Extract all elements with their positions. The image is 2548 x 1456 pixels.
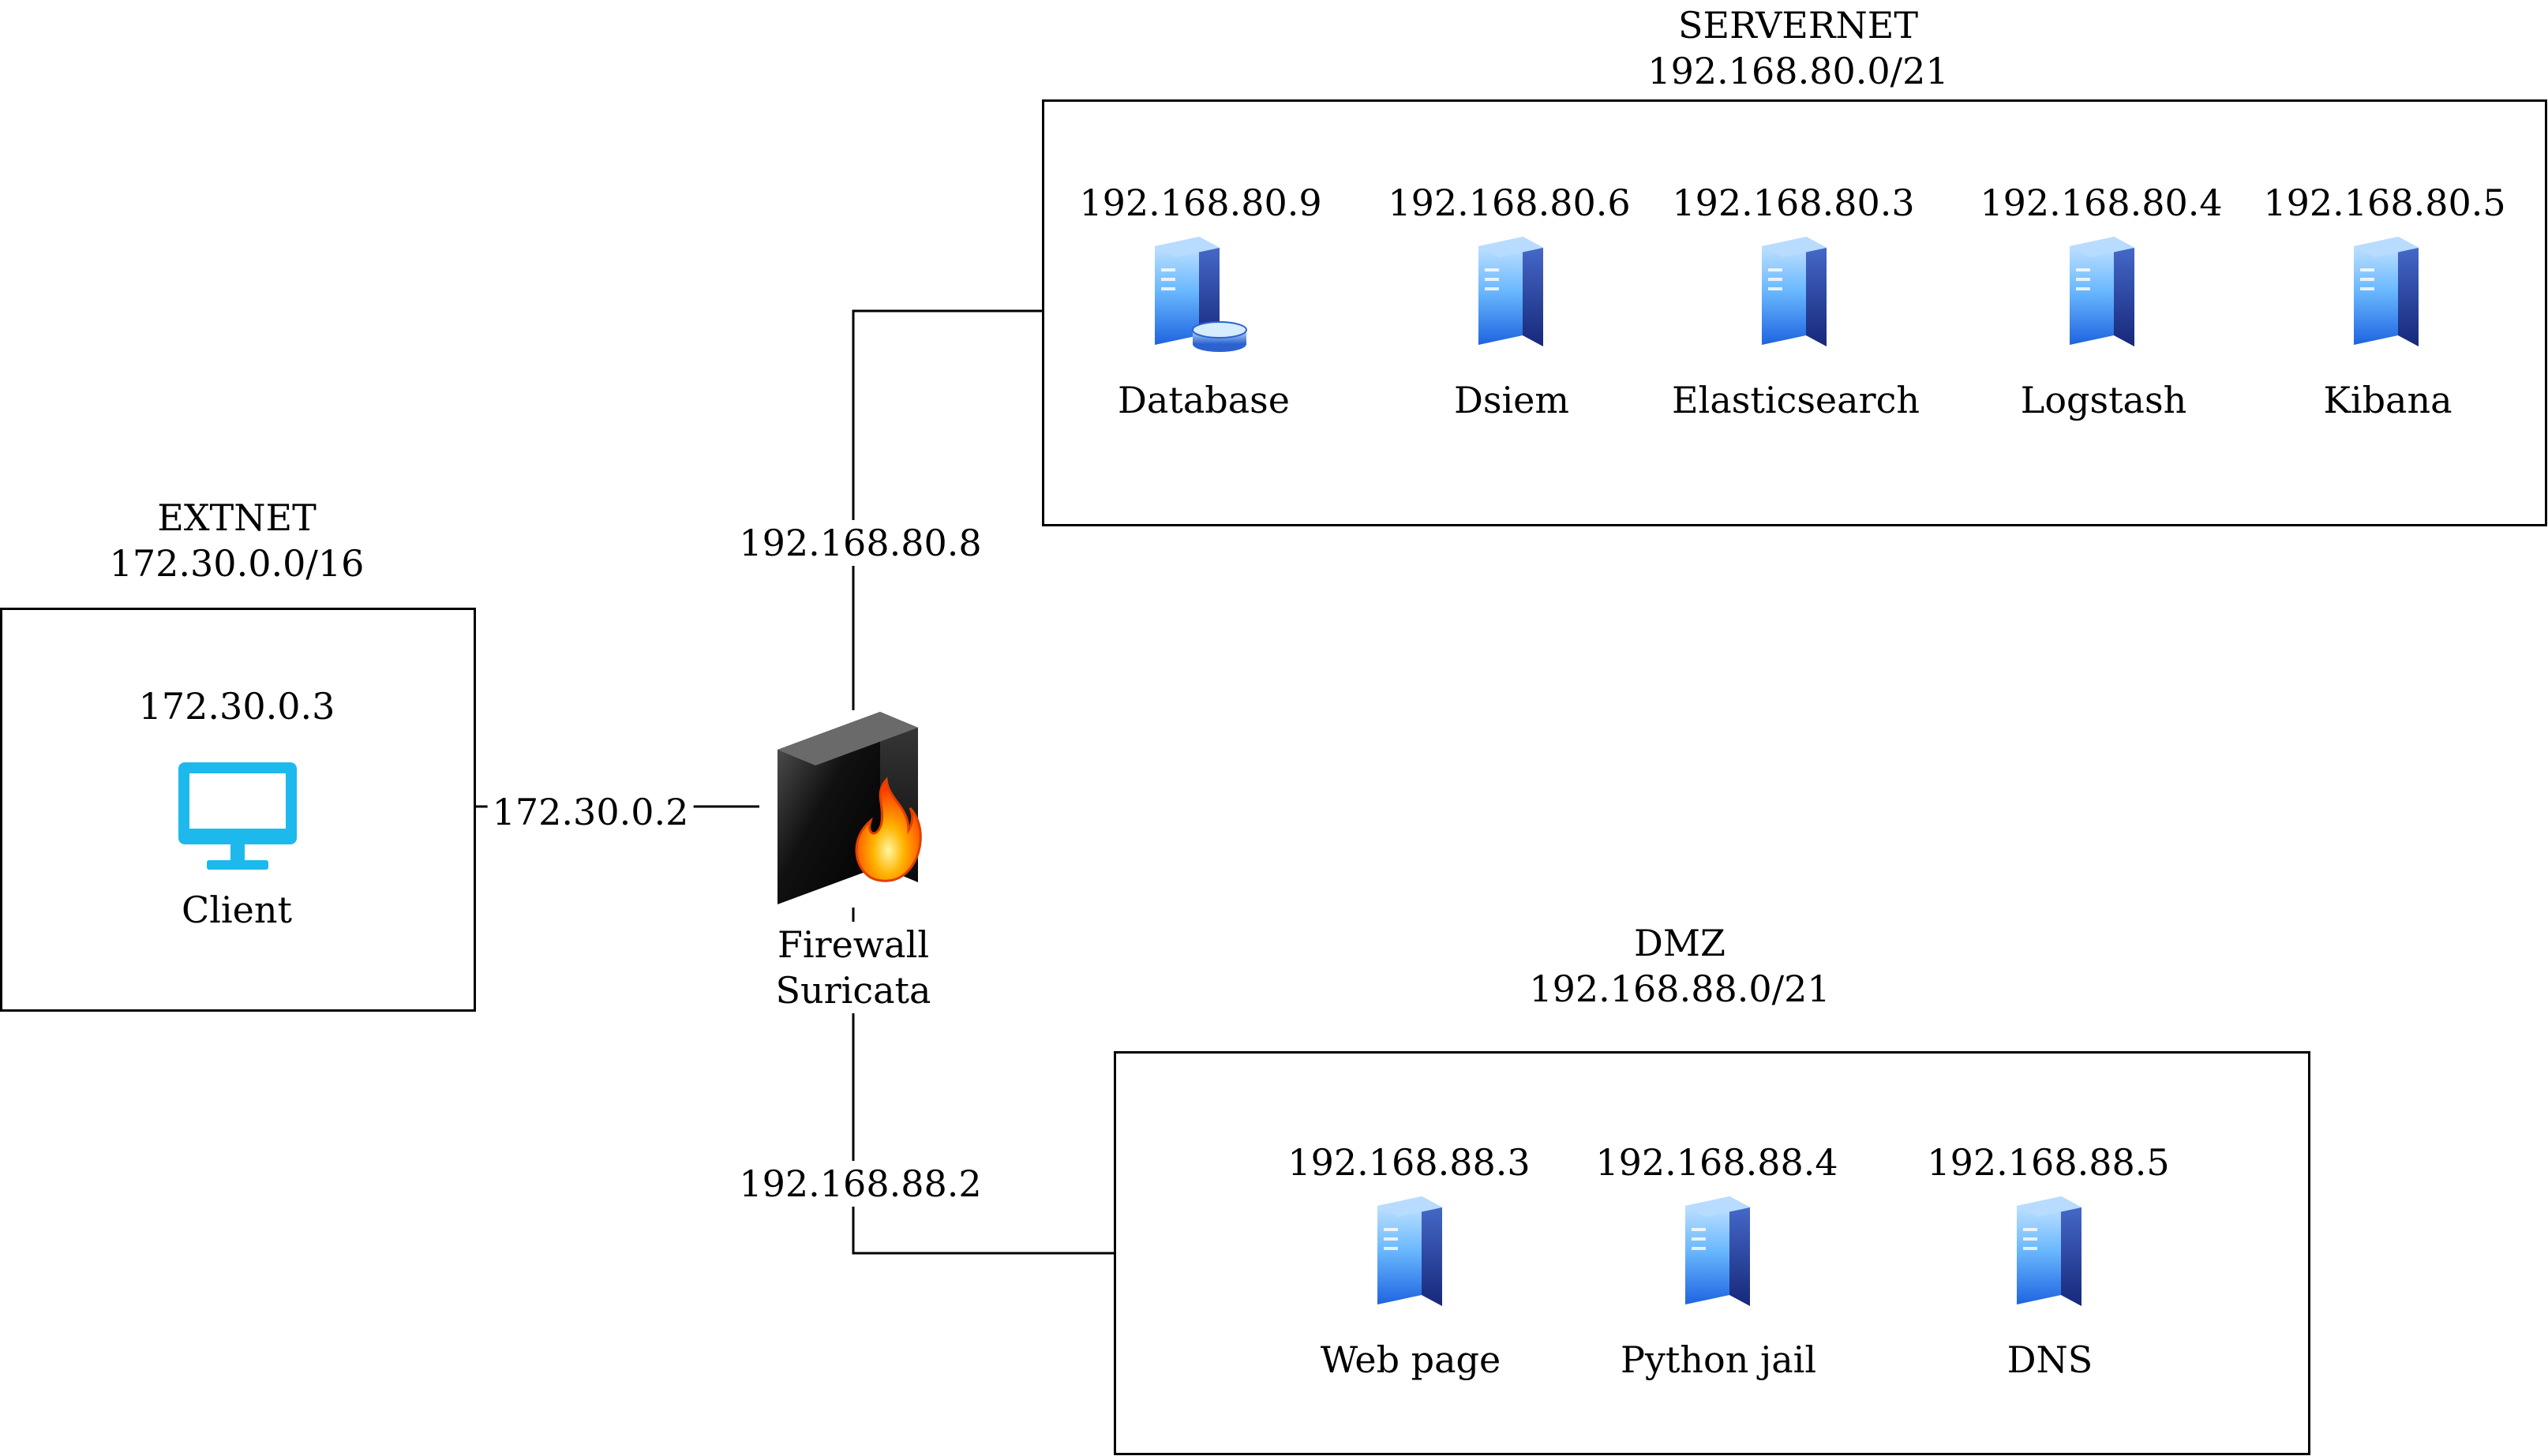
dmz-link-ip: 192.168.88.2 xyxy=(734,1161,987,1207)
monitor-icon xyxy=(178,762,297,870)
host-ip: 192.168.80.3 xyxy=(1672,182,1915,224)
firewall-label-line2: Suricata xyxy=(770,968,936,1013)
host-ip: 192.168.88.5 xyxy=(1927,1141,2170,1184)
firewall-icon xyxy=(778,712,922,904)
host-ip: 192.168.80.6 xyxy=(1388,182,1631,224)
firewall-label-line1: Firewall xyxy=(772,922,935,968)
host-label: Elasticsearch xyxy=(1672,379,1920,421)
database-server-icon xyxy=(1155,237,1247,352)
link-firewall-dmz xyxy=(852,908,1115,1255)
extnet-subnet: 172.30.0.0/16 xyxy=(109,542,365,585)
servernet-name: SERVERNET xyxy=(1677,4,1919,47)
host-ip: 192.168.80.9 xyxy=(1079,182,1322,224)
dmz-name: DMZ xyxy=(1634,922,1726,964)
host-label: DNS xyxy=(2007,1338,2093,1381)
dmz-box xyxy=(1114,1051,2310,1455)
extnet-link-ip: 172.30.0.2 xyxy=(487,789,694,835)
host-label: Web page xyxy=(1320,1338,1501,1381)
host-ip: 192.168.88.4 xyxy=(1595,1141,1838,1184)
host-label: Python jail xyxy=(1620,1338,1817,1381)
host-label: Kibana xyxy=(2323,379,2452,421)
client-ip: 172.30.0.3 xyxy=(138,685,335,728)
extnet-box xyxy=(0,608,476,1012)
link-firewall-servernet xyxy=(852,309,1043,710)
servernet-link-ip: 192.168.80.8 xyxy=(734,520,987,566)
host-ip: 192.168.80.5 xyxy=(2263,182,2506,224)
host-ip: 192.168.80.4 xyxy=(1980,182,2223,224)
host-label: Database xyxy=(1118,379,1290,421)
extnet-name: EXTNET xyxy=(157,496,317,539)
dmz-subnet: 192.168.88.0/21 xyxy=(1529,968,1830,1010)
host-label: Dsiem xyxy=(1453,379,1570,421)
client-label: Client xyxy=(182,889,292,931)
servernet-box xyxy=(1042,99,2547,526)
host-ip: 192.168.88.3 xyxy=(1287,1141,1531,1184)
host-label: Logstash xyxy=(2020,379,2187,421)
servernet-subnet: 192.168.80.0/21 xyxy=(1647,50,1949,92)
